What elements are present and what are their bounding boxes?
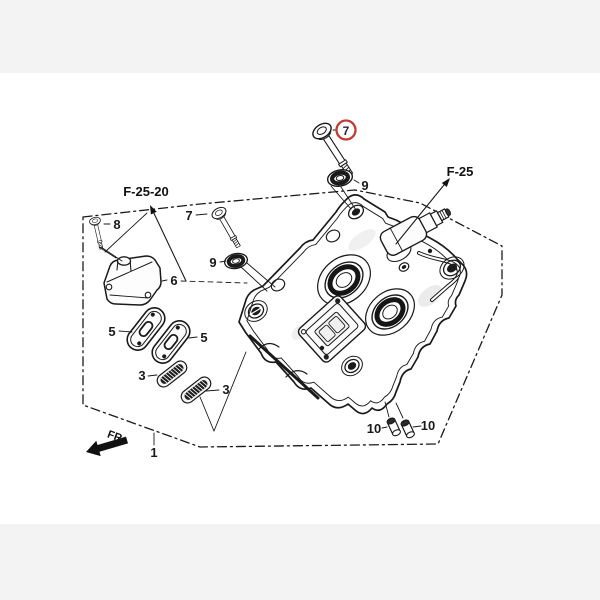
ref-arrow-f25	[395, 178, 450, 245]
breather-pipe	[417, 251, 461, 302]
assembly-boundary	[82, 189, 503, 448]
callout-6: 6	[170, 273, 177, 288]
leader-lines	[98, 129, 422, 446]
part-breather-cover-6	[103, 255, 162, 306]
cover-bolt-holes	[244, 204, 465, 377]
part-cylinder-head-cover	[238, 194, 468, 415]
fr-label: FR.	[106, 429, 127, 446]
letterbox-top	[0, 0, 600, 73]
letterbox-bottom	[0, 524, 600, 600]
callout-10-left: 10	[367, 421, 381, 436]
part-seal-3-right	[178, 373, 214, 407]
callout-7-left: 7	[185, 208, 192, 223]
valve-fitting	[379, 208, 451, 256]
spark-plug-port-rear	[365, 288, 415, 336]
callout-7-circled: 7	[343, 124, 350, 138]
callout-3-left: 3	[138, 368, 145, 383]
callout-5-left: 5	[108, 324, 115, 339]
ref-label-f25-20: F-25-20	[123, 184, 169, 199]
spark-plug-port-front	[317, 254, 371, 306]
callout-1: 1	[150, 445, 157, 460]
highlight-circle	[335, 119, 357, 141]
callout-9-left: 9	[209, 255, 216, 270]
part-pin-10-right	[399, 418, 416, 440]
callout-5-right: 5	[200, 330, 207, 345]
part-pin-10-left	[385, 416, 402, 438]
part-bolt-7-left	[209, 204, 246, 252]
callout-3-right: 3	[222, 382, 229, 397]
part-washer-9-left	[221, 249, 251, 273]
callout-9-top: 9	[361, 178, 368, 193]
breather-chamber	[297, 295, 367, 363]
ref-label-f25: F-25	[447, 164, 474, 179]
ref-arrow-f25-20	[150, 205, 187, 282]
part-bolt-8	[88, 215, 108, 251]
fr-direction-arrow: FR.	[86, 429, 128, 457]
callout-8: 8	[113, 217, 120, 232]
callout-10-right: 10	[421, 418, 435, 433]
diagram-root: FR. 7 1 3 3 5 5 6 7 8 9 9 10 10 F-25-20 …	[82, 119, 503, 460]
